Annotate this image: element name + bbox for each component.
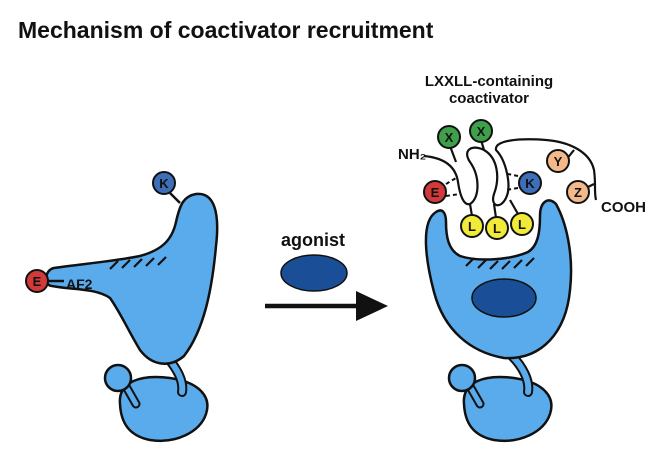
holo-bound-ligand — [471, 278, 537, 318]
coactivator-residue-x2-label: X — [477, 124, 486, 139]
holo-residue-k-label: K — [525, 176, 535, 191]
coactivator: LXXLL-containing coactivator X X L L L — [398, 73, 646, 240]
apo-residue-e-label: E — [33, 274, 42, 289]
coactivator-residue-l1-label: L — [468, 219, 476, 234]
agonist-ligand — [280, 254, 348, 292]
apo-receptor: AF2 E K — [25, 171, 219, 443]
coactivator-label-line2: coactivator — [449, 90, 529, 107]
coactivator-residue-z — [566, 180, 590, 204]
holo-receptor: E K — [423, 171, 573, 443]
coactivator-residue-l3 — [510, 212, 534, 236]
c-terminus-label: COOH — [601, 199, 646, 216]
agonist-label: agonist — [281, 230, 345, 250]
af2-helix-label: AF2 — [66, 276, 93, 292]
coactivator-residue-y-label: Y — [554, 154, 563, 169]
reaction-arrow-head — [356, 291, 388, 321]
holo-hatch-marks — [465, 257, 535, 270]
coactivator-label-line1: LXXLL-containing — [425, 73, 553, 90]
coactivator-residue-y — [546, 149, 570, 173]
apo-ligand-binding-domain — [45, 192, 219, 365]
apo-residue-k — [152, 171, 176, 195]
coactivator-residue-l2-label: L — [493, 221, 501, 236]
coactivator-residue-z-label: Z — [574, 185, 582, 200]
coactivator-backbone — [423, 138, 598, 207]
coactivator-contacts — [445, 173, 519, 197]
apo-zinc-ball — [103, 363, 133, 393]
apo-hatch-marks — [109, 256, 167, 270]
coactivator-residue-l2 — [485, 216, 509, 240]
holo-residue-e-label: E — [431, 185, 440, 200]
holo-residue-k — [518, 171, 542, 195]
holo-dna-binding-domain — [462, 375, 553, 443]
coactivator-residue-l3-label: L — [518, 217, 526, 232]
apo-residue-k-label: K — [159, 176, 169, 191]
coactivator-residue-x1-label: X — [445, 130, 454, 145]
n-terminus-label: NH₂ — [398, 146, 426, 163]
holo-zinc-ball — [447, 363, 477, 393]
holo-residue-e — [423, 180, 447, 204]
apo-dna-binding-domain — [118, 375, 209, 443]
coactivator-residue-l1 — [460, 214, 484, 238]
agonist-step: agonist — [265, 230, 388, 321]
apo-residue-e — [25, 269, 49, 293]
figure-title: Mechanism of coactivator recruitment — [18, 17, 434, 43]
coactivator-residue-x2 — [469, 119, 493, 143]
coactivator-residue-x1 — [437, 125, 461, 149]
